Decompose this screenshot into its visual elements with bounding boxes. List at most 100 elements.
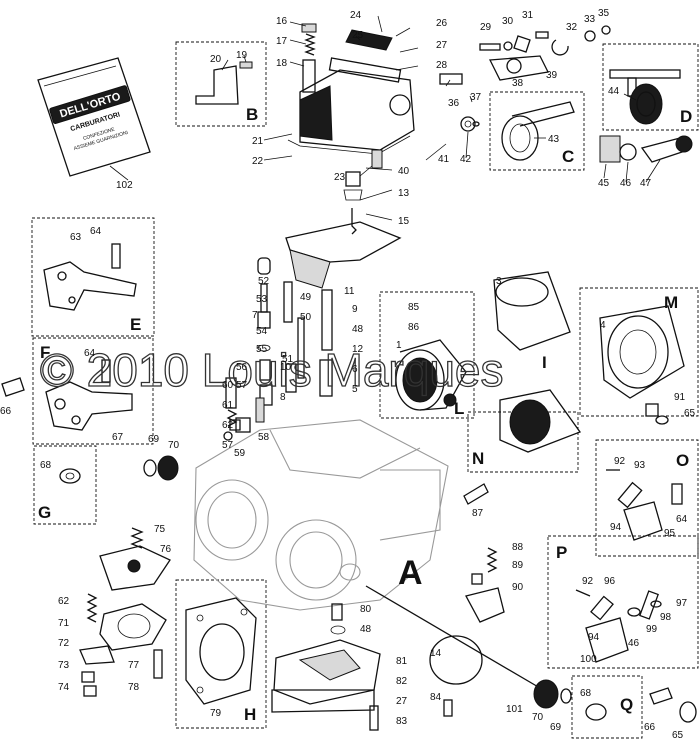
group-box-f [32, 337, 154, 445]
group-box-d [602, 43, 699, 131]
pump-parts [79, 527, 171, 697]
part-label: 23 [334, 172, 346, 183]
part-label: 92 [582, 576, 594, 587]
part-label: 71 [58, 618, 70, 629]
part-label: 88 [512, 542, 524, 553]
part-label: 44 [608, 86, 620, 97]
part-label: 9 [352, 304, 358, 315]
group-box-c [489, 91, 585, 171]
part-label: 66 [0, 406, 12, 417]
part-label: 24 [350, 10, 362, 21]
part-label: 12 [352, 344, 364, 355]
part-label: 79 [210, 708, 222, 719]
part-label: 96 [604, 576, 616, 587]
part-label: 99 [646, 624, 658, 635]
part-label: 22 [252, 156, 264, 167]
part-label: 46 [620, 178, 632, 189]
part-label: 27 [436, 40, 448, 51]
group-label-a: A [398, 554, 423, 592]
part-label: 75 [154, 524, 166, 535]
part-label: 63 [70, 232, 82, 243]
part-label: 26 [436, 18, 448, 29]
part-label: 14 [430, 648, 442, 659]
part-label: 65 [684, 408, 696, 419]
part-label: 46 [628, 638, 640, 649]
group-box-o [595, 439, 699, 557]
gasket-bag: DELL'ORTO CARBURATORI CONFEZIONE ASSIEME… [37, 57, 151, 177]
part-label: 27 [396, 696, 408, 707]
group-label-p: P [556, 543, 567, 562]
part-label: 60 [222, 380, 234, 391]
group-label-q: Q [620, 695, 633, 714]
part-label: 85 [408, 302, 420, 313]
part-label: 94 [588, 632, 600, 643]
part-label: 72 [58, 638, 70, 649]
part-label: 33 [584, 14, 596, 25]
part-label: 8 [280, 392, 286, 403]
part-label: 59 [234, 448, 246, 459]
group-label-b: B [246, 105, 258, 124]
group-box-g [33, 445, 97, 525]
part-label: 100 [580, 654, 597, 665]
group-box-l [379, 291, 475, 419]
part-label: 48 [352, 324, 364, 335]
group-e-part [43, 243, 137, 311]
part-label: 89 [512, 560, 524, 571]
group-letters: B C D E F G H I L M N O P Q A [38, 105, 692, 724]
part-label: 45 [598, 178, 610, 189]
part-label: 70 [168, 440, 180, 451]
part-label: 82 [396, 676, 408, 687]
main-body-a [193, 419, 449, 611]
part-label: 98 [660, 612, 672, 623]
top-right-small-parts [439, 25, 611, 127]
group-box-q [571, 675, 643, 739]
part-label: 78 [128, 682, 140, 693]
part-label: 13 [398, 188, 410, 199]
part-label: 68 [40, 460, 52, 471]
part-label: 51 [282, 354, 294, 365]
jets-and-tubes [223, 257, 333, 441]
part-label: 32 [566, 22, 578, 33]
part-label: 64 [676, 514, 688, 525]
group-label-o: O [676, 451, 689, 470]
group-label-f: F [40, 343, 50, 362]
part-label: 55 [256, 344, 268, 355]
part-label: 66 [644, 722, 656, 733]
part-number-labels: 16 17 18 21 22 23 24 25 26 27 28 29 30 3… [0, 8, 696, 741]
top-cover-assembly [285, 23, 415, 289]
group-box-b [175, 41, 267, 127]
watermark: © 2010 Louis Marques [40, 344, 504, 396]
part-label: 70 [532, 712, 544, 723]
part-label: 57 [222, 440, 234, 451]
part-label: 30 [502, 16, 514, 27]
part-label: 64 [84, 348, 96, 359]
group-label-n: N [472, 449, 484, 468]
part-label: 43 [548, 134, 560, 145]
part-label: 68 [580, 688, 592, 699]
group-h-gasket [185, 597, 257, 705]
group-g-part [59, 455, 179, 484]
part-label: 65 [672, 730, 684, 741]
part-label: 31 [522, 10, 534, 21]
part-label: 50 [300, 312, 312, 323]
part-label: 36 [448, 98, 460, 109]
part-label: 101 [506, 704, 523, 715]
part-label: 97 [676, 598, 688, 609]
part-label: 54 [256, 326, 268, 337]
group-d-part [599, 69, 693, 163]
part-label: 3 [496, 276, 502, 287]
part-label: 17 [276, 36, 288, 47]
group-c-part [460, 101, 575, 161]
group-box-m [579, 287, 699, 417]
part-label: 18 [276, 58, 288, 69]
part-label: 67 [112, 432, 124, 443]
part-label: 74 [58, 682, 70, 693]
part-label: 90 [512, 582, 524, 593]
group-label-g: G [38, 503, 51, 522]
part-label: 93 [634, 460, 646, 471]
cover-plate [271, 603, 381, 731]
part-label: 76 [160, 544, 172, 555]
part-label: 77 [128, 660, 140, 671]
part-label: 29 [480, 22, 492, 33]
part-label: 41 [438, 154, 450, 165]
